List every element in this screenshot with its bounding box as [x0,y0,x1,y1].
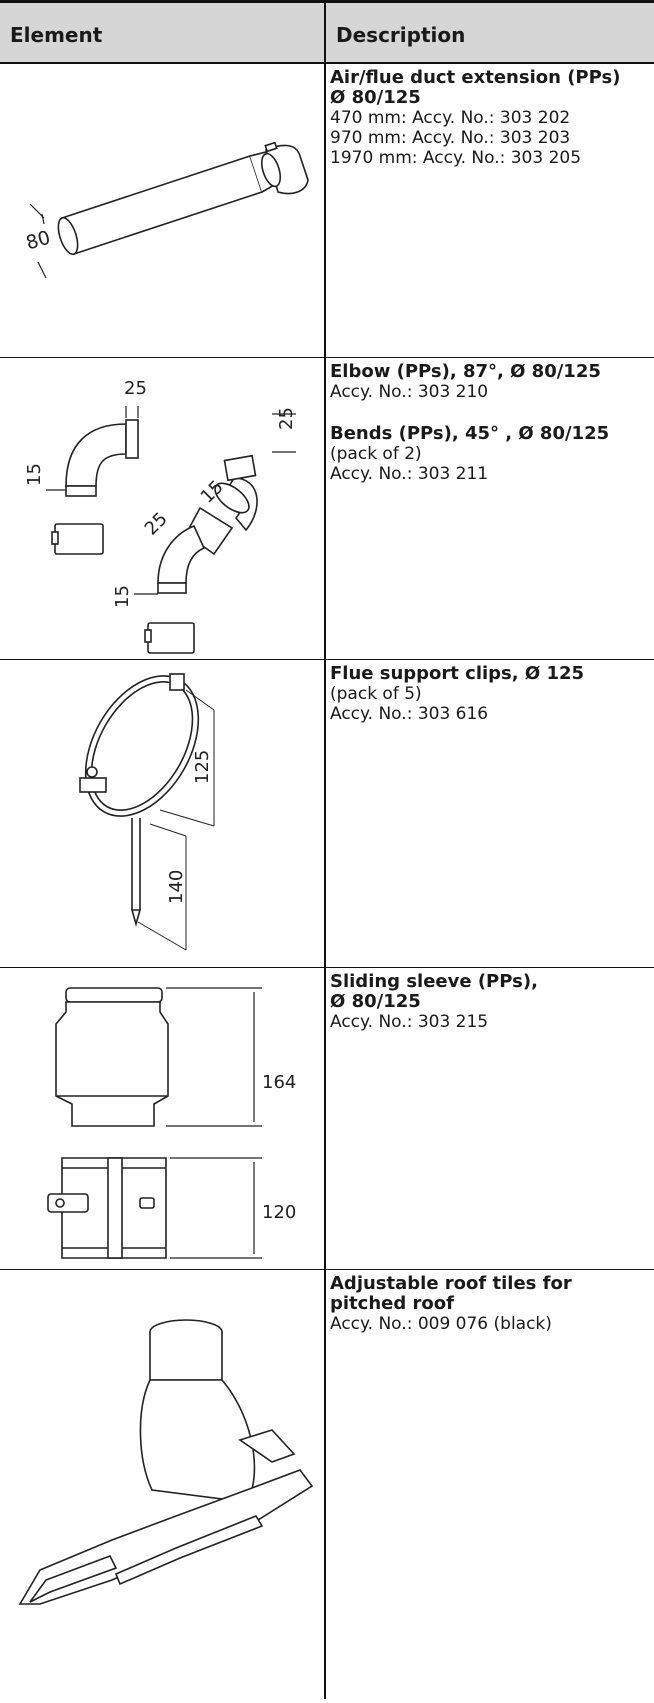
dim-label: 15 [24,463,45,486]
dim-label: 25 [276,407,297,430]
item-line: 970 mm: Accy. No.: 303 203 [330,128,571,148]
dim-label: 120 [262,1202,296,1223]
item-title-2: Ø 80/125 [330,87,421,108]
description-cell: Elbow (PPs), 87°, Ø 80/125 Accy. No.: 30… [330,361,650,485]
dim-label: 25 [124,378,147,399]
item-title-2: Ø 80/125 [330,991,421,1012]
header-description: Description [336,23,466,47]
elbow-bends-drawing: 25 25 15 15 25 15 [0,358,324,659]
item-title: Adjustable roof tiles for [330,1273,572,1294]
dim-label: 125 [192,750,213,784]
item-title-2: pitched roof [330,1293,454,1314]
header-element: Element [10,23,103,47]
item-line: (pack of 2) [330,444,422,464]
support-clip-drawing: 125 140 [0,660,324,967]
item-line: 470 mm: Accy. No.: 303 202 [330,108,571,128]
item-line: Accy. No.: 009 076 (black) [330,1314,552,1334]
table-row: 25 25 15 15 25 15 Elbow (PPs), 87° [0,358,654,660]
item-line: 1970 mm: Accy. No.: 303 205 [330,148,582,168]
dim-label: 140 [166,870,187,904]
item-line: Accy. No.: 303 215 [330,1012,489,1032]
item-title: Elbow (PPs), 87°, Ø 80/125 [330,361,601,382]
description-cell: Air/flue duct extension (PPs) Ø 80/125 4… [330,67,650,169]
dim-label: 15 [112,585,133,608]
table-row: 125 140 Flue support clips, Ø 125 (pack … [0,660,654,968]
description-cell: Sliding sleeve (PPs), Ø 80/125 Accy. No.… [330,971,650,1033]
item-line: (pack of 5) [330,684,422,704]
description-cell: Flue support clips, Ø 125 (pack of 5) Ac… [330,663,650,725]
table-row: Adjustable roof tiles for pitched roof A… [0,1270,654,1699]
item-title: Flue support clips, Ø 125 [330,663,585,684]
description-cell: Adjustable roof tiles for pitched roof A… [330,1273,650,1335]
roof-tile-drawing [0,1270,324,1699]
item-title: Sliding sleeve (PPs), [330,971,538,992]
table-header: Element Description [0,0,654,64]
duct-extension-drawing: 80 [0,64,324,357]
item-title: Air/flue duct extension (PPs) [330,67,621,88]
dim-label: 164 [262,1072,296,1093]
dim-label: 25 [141,508,172,539]
column-divider [324,0,326,1699]
table-row: 164 120 Sliding sleeve (PPs), Ø 80/125 A… [0,968,654,1270]
item-line: Accy. No.: 303 211 [330,464,489,484]
item-line: Accy. No.: 303 210 [330,382,489,402]
sliding-sleeve-drawing: 164 120 [0,968,324,1269]
dim-label: 80 [24,227,53,255]
table-row: 80 Air/flue duct extension (PPs) Ø 80/12… [0,64,654,358]
item-title-2: Bends (PPs), 45° , Ø 80/125 [330,423,610,444]
item-line: Accy. No.: 303 616 [330,704,489,724]
